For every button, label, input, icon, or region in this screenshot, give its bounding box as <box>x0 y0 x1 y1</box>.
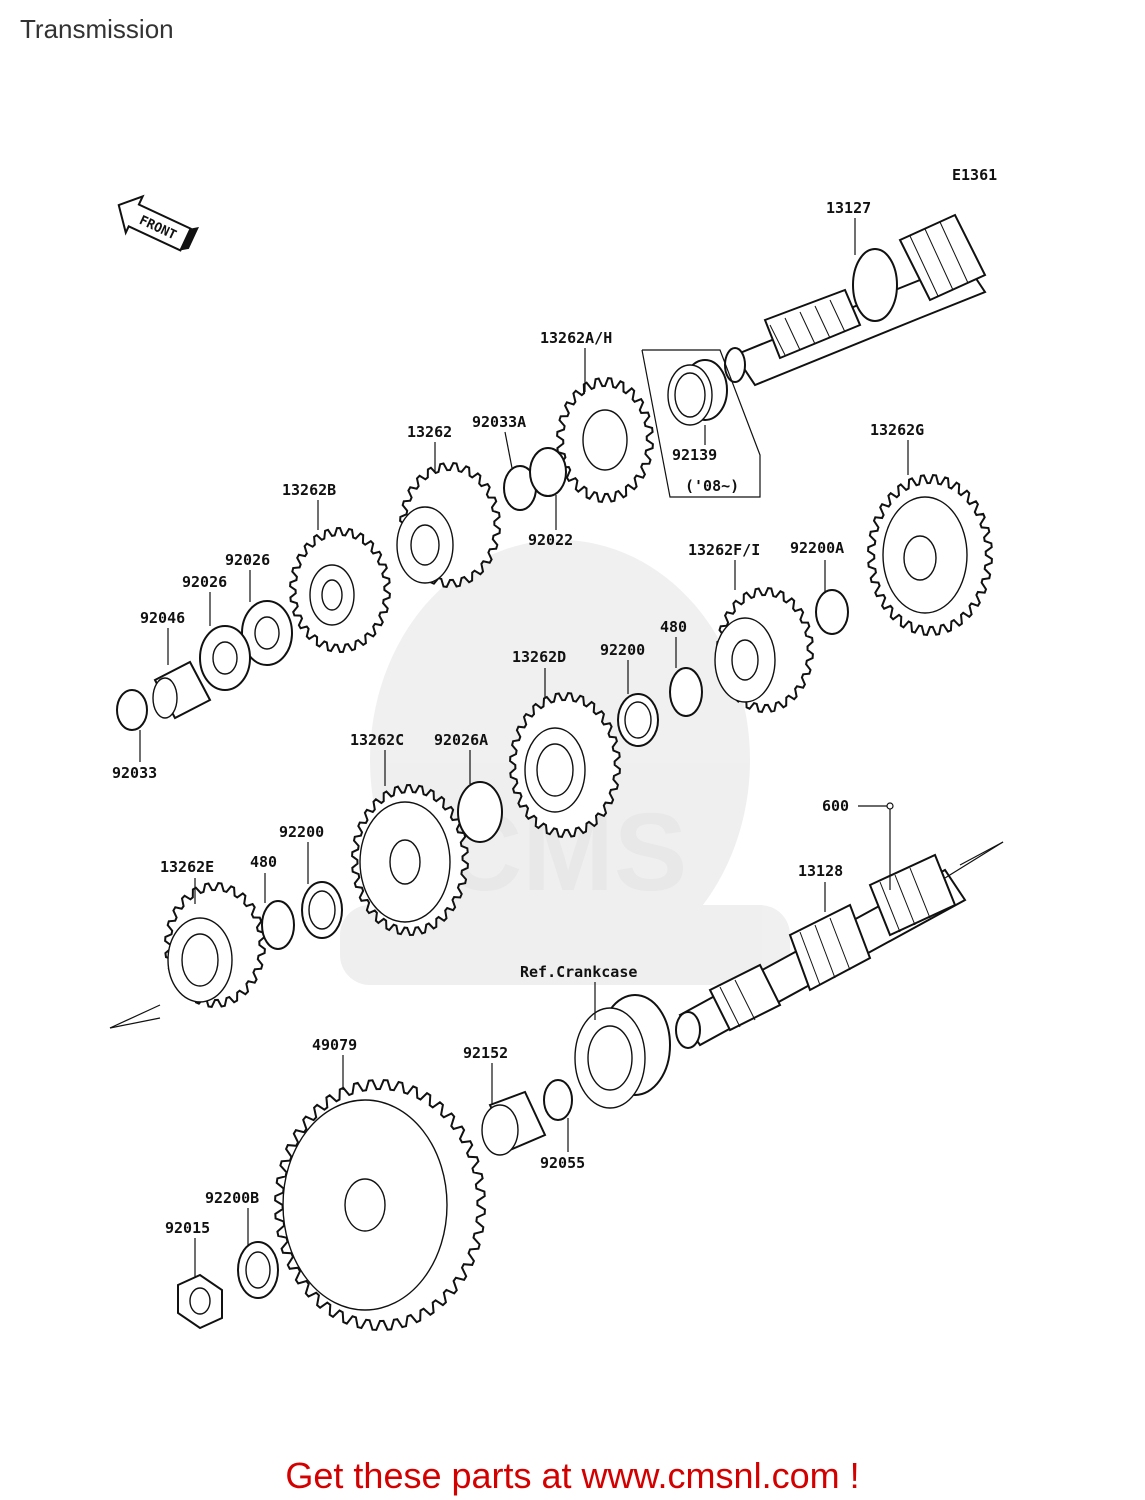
label-92139: 92139 <box>672 446 717 464</box>
label-13262A-H: 13262A/H <box>540 329 612 347</box>
washer-92200-2 <box>301 881 343 939</box>
label-92015: 92015 <box>165 1219 210 1237</box>
label-ref-crankcase: Ref.Crankcase <box>520 963 637 981</box>
footer-link-text[interactable]: Get these parts at www.cmsnl.com ! <box>285 1455 860 1496</box>
label-92200-1: 92200 <box>600 641 645 659</box>
label-92200B: 92200B <box>205 1189 259 1207</box>
label-92033A: 92033A <box>472 413 526 431</box>
label-92026-2: 92026 <box>225 551 270 569</box>
diagram-code: E1361 <box>952 166 997 184</box>
gear-13262G <box>867 474 993 636</box>
needle-bearing-92046 <box>152 660 212 720</box>
bearing-ref-crankcase <box>574 994 671 1109</box>
gear-13262D <box>509 692 621 838</box>
label-92046: 92046 <box>140 609 185 627</box>
gear-13262F-I <box>714 587 814 713</box>
page-title: Transmission <box>20 14 174 44</box>
label-92026-1: 92026 <box>182 573 227 591</box>
circlip-480-1 <box>669 667 703 717</box>
shaft-13127 <box>724 213 987 387</box>
shaft-13128 <box>675 841 1004 1049</box>
label-92033: 92033 <box>112 764 157 782</box>
label-600: 600 <box>822 797 849 815</box>
label-92026A: 92026A <box>434 731 488 749</box>
collar-92152 <box>481 1090 547 1156</box>
label-480-2: 480 <box>250 853 277 871</box>
label-92055: 92055 <box>540 1154 585 1172</box>
label-480-1: 480 <box>660 618 687 636</box>
front-arrow-icon: FRONT <box>117 194 199 252</box>
gear-13262 <box>396 462 501 588</box>
label-13262B: 13262B <box>282 481 336 499</box>
washer-92026-1 <box>199 625 251 691</box>
washer-92200B <box>237 1241 279 1299</box>
washer-92026A <box>457 781 503 843</box>
label-13262G: 13262G <box>870 421 924 439</box>
washer-92022 <box>529 447 567 497</box>
bushing-92139 <box>641 349 761 498</box>
part-labels: 13127 13262A/H 92139 ('08~) 13262 92033A… <box>112 199 924 1237</box>
circlip-92200A <box>815 589 849 635</box>
label-13262F-I: 13262F/I <box>688 541 760 559</box>
label-13262: 13262 <box>407 423 452 441</box>
gear-13262B <box>289 526 391 654</box>
label-92152: 92152 <box>463 1044 508 1062</box>
label-49079: 49079 <box>312 1036 357 1054</box>
nut-92015 <box>177 1273 223 1330</box>
label-92200A: 92200A <box>790 539 844 557</box>
washer-92026-2 <box>241 600 293 666</box>
label-13128: 13128 <box>798 862 843 880</box>
gear-13262A-H <box>556 377 654 503</box>
label-92139-note: ('08~) <box>685 477 739 495</box>
oring-92055 <box>543 1079 573 1121</box>
circlip-480-2 <box>261 900 295 950</box>
label-13262E: 13262E <box>160 858 214 876</box>
gear-13262E <box>164 882 266 1008</box>
label-92200-2: 92200 <box>279 823 324 841</box>
gear-13262C <box>351 783 469 937</box>
label-13127: 13127 <box>826 199 871 217</box>
label-92022: 92022 <box>528 531 573 549</box>
circlip-92033 <box>116 689 148 731</box>
label-13262D: 13262D <box>512 648 566 666</box>
sprocket-49079 <box>274 1079 486 1331</box>
label-13262C: 13262C <box>350 731 404 749</box>
washer-92200-1 <box>617 693 659 747</box>
